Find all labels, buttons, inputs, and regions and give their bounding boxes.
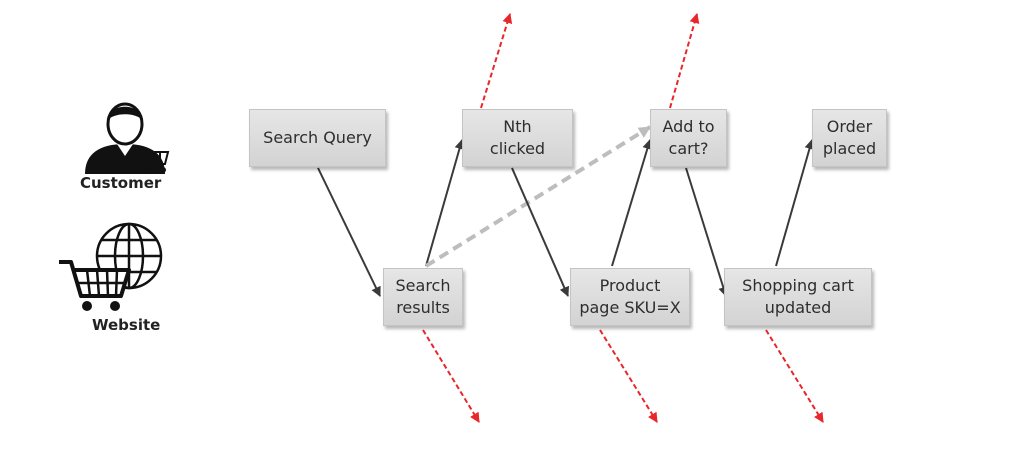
nth-clicked-box: Nth clicked: [462, 109, 573, 167]
globe-shopping-cart-icon: [59, 222, 163, 311]
edge-search-results-to-nth-clicked: [425, 139, 465, 267]
exit-arrow-search-results: [422, 329, 480, 423]
edge-search-query-to-search-results: [317, 167, 381, 297]
search-query-box: Search Query: [249, 109, 386, 167]
product-page-box: Product page SKU=X: [570, 268, 690, 326]
search-results-box: Search results: [383, 268, 463, 326]
customer-with-cart-icon: [85, 102, 170, 174]
exit-arrow-shopping-cart: [765, 329, 824, 423]
exit-arrow-product-page: [599, 329, 658, 423]
edge-add-to-cart-to-shopping-cart-updated: [685, 167, 729, 297]
add-to-cart-box: Add to cart?: [650, 109, 727, 167]
edge-product-page-to-add-to-cart: [611, 139, 653, 267]
customer-label: Customer: [80, 174, 162, 192]
exit-arrow-add-to-cart: [669, 13, 700, 109]
edge-search-results-to-add-to-cart: [424, 125, 652, 268]
exit-arrow-nth-clicked: [480, 13, 513, 109]
website-label: Website: [92, 316, 161, 334]
order-placed-box: Order placed: [812, 109, 887, 167]
shopping-cart-updated-box: Shopping cart updated: [724, 268, 872, 326]
edge-shopping-cart-updated-to-order-placed: [775, 139, 815, 267]
edge-nth-clicked-to-product-page: [511, 167, 569, 297]
